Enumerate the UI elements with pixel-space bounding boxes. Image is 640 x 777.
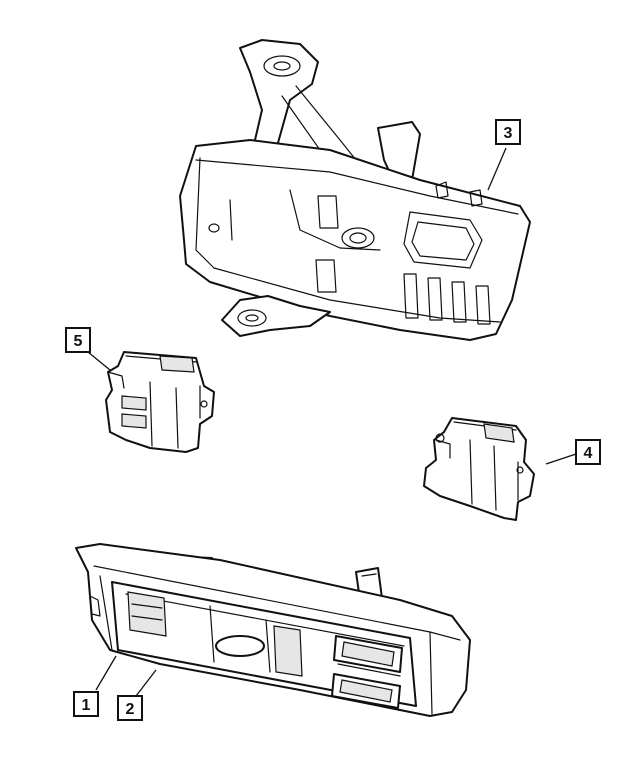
callout-1-label: 1 [82, 697, 91, 714]
callout-5-label: 5 [74, 333, 83, 350]
callout-3: 3 [487, 119, 521, 191]
part-4-switch [423, 417, 535, 521]
callout-4-label: 4 [584, 445, 593, 462]
callout-3-label: 3 [504, 125, 513, 142]
part-1-bezel [75, 543, 471, 717]
callout-4: 4 [545, 439, 601, 465]
callout-1: 1 [73, 655, 117, 717]
part-3-housing-bracket [179, 39, 531, 341]
part-5-switch [105, 351, 215, 453]
callout-2-label: 2 [126, 701, 135, 718]
callout-5: 5 [65, 327, 111, 371]
callout-2: 2 [117, 669, 157, 721]
